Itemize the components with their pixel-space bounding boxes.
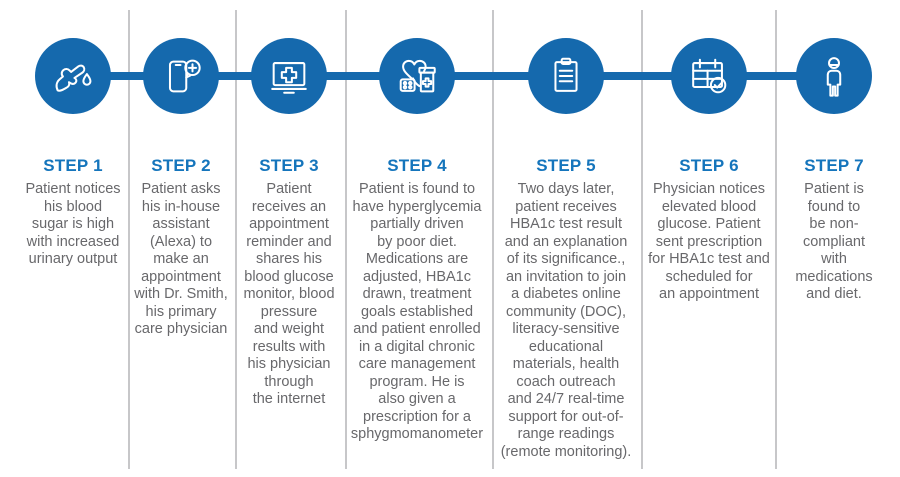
clipboard-icon (554, 57, 578, 92)
smartphone-plus-bubble-icon (168, 59, 201, 93)
step-5-column: STEP 5 Two days later, patient receives … (495, 38, 637, 461)
step-circle (35, 38, 111, 114)
column-divider (235, 10, 237, 469)
step-7-column: STEP 7 Patient is found to be non- compl… (778, 38, 890, 304)
column-divider (345, 10, 347, 469)
step-label: STEP 1 (43, 156, 103, 175)
step-text: Patient notices his blood sugar is high … (25, 181, 121, 267)
calendar-check-icon (692, 58, 727, 94)
step-text: Physician notices elevated blood glucose… (648, 181, 770, 302)
heart-medications-icon (399, 59, 436, 93)
person-icon (826, 57, 842, 97)
column-divider (775, 10, 777, 469)
step-4-column: STEP 4 Patient is found to have hypergly… (348, 38, 486, 444)
column-divider (492, 10, 494, 469)
step-circle (379, 38, 455, 114)
step-text: Two days later, patient receives HBA1c t… (500, 181, 632, 460)
step-text: Patient asks his in-house assistant (Ale… (134, 181, 228, 337)
column-divider (128, 10, 130, 469)
step-1-column: STEP 1 Patient notices his blood sugar i… (10, 38, 136, 269)
step-label: STEP 4 (387, 156, 447, 175)
step-circle (143, 38, 219, 114)
step-circle (251, 38, 327, 114)
step-label: STEP 5 (536, 156, 596, 175)
step-6-column: STEP 6 Physician notices elevated blood … (644, 38, 774, 304)
step-label: STEP 6 (679, 156, 739, 175)
step-circle (796, 38, 872, 114)
step-3-column: STEP 3 Patient receives an appointment r… (238, 38, 340, 409)
step-label: STEP 2 (151, 156, 211, 175)
step-text: Patient is found to have hyperglycemia p… (350, 181, 484, 442)
step-text: Patient receives an appointment reminder… (243, 181, 335, 407)
step-circle (528, 38, 604, 114)
column-divider (641, 10, 643, 469)
step-circle (671, 38, 747, 114)
finger-prick-blood-drop-icon (55, 64, 92, 92)
step-label: STEP 7 (804, 156, 864, 175)
step-text: Patient is found to be non- compliant wi… (795, 181, 873, 302)
step-2-column: STEP 2 Patient asks his in-house assista… (130, 38, 232, 339)
computer-medical-cross-icon (271, 62, 307, 94)
step-label: STEP 3 (259, 156, 319, 175)
